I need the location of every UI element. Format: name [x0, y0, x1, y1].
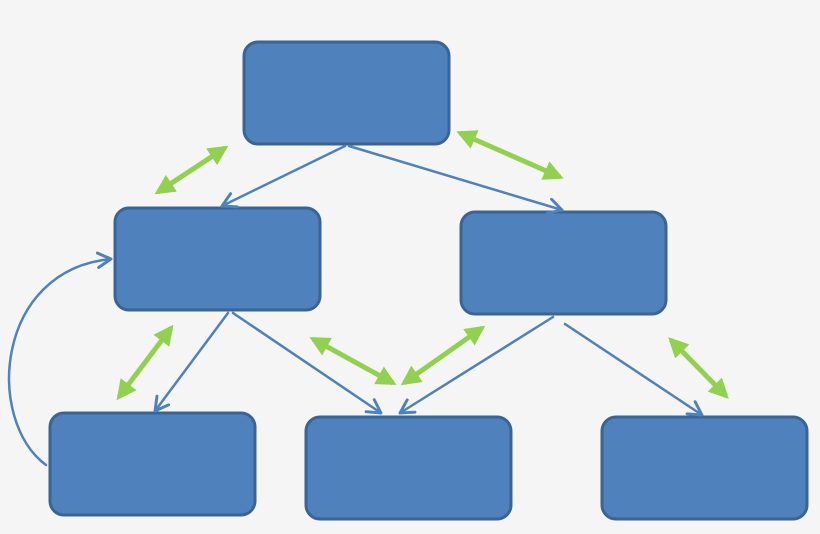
leaf-1-node: [48, 411, 257, 517]
relation-root-left-child: [154, 145, 229, 195]
relation-left-child-leaf-1: [116, 324, 174, 401]
edge-leaf-1-curved-to-left-child: [7, 251, 113, 467]
relations: [116, 130, 729, 401]
relation-right-child-leaf-2: [400, 325, 486, 386]
relation-right-child-leaf-3: [668, 337, 729, 399]
edge-right-child-to-leaf-3: [563, 322, 704, 417]
edge-root-to-right-child: [347, 144, 564, 215]
left-child-node: [113, 206, 322, 312]
right-child-node: [459, 210, 668, 316]
relation-left-child-leaf-2: [309, 336, 397, 386]
leaf-2-node: [304, 415, 513, 521]
root-node: [242, 40, 451, 146]
leaf-3-node: [600, 415, 809, 521]
relation-root-right-child: [456, 130, 564, 180]
nodes: [48, 40, 809, 521]
edge-left-child-to-leaf-2: [231, 311, 383, 415]
edge-root-to-left-child: [220, 144, 347, 209]
edge-left-child-to-leaf-1: [153, 311, 230, 413]
